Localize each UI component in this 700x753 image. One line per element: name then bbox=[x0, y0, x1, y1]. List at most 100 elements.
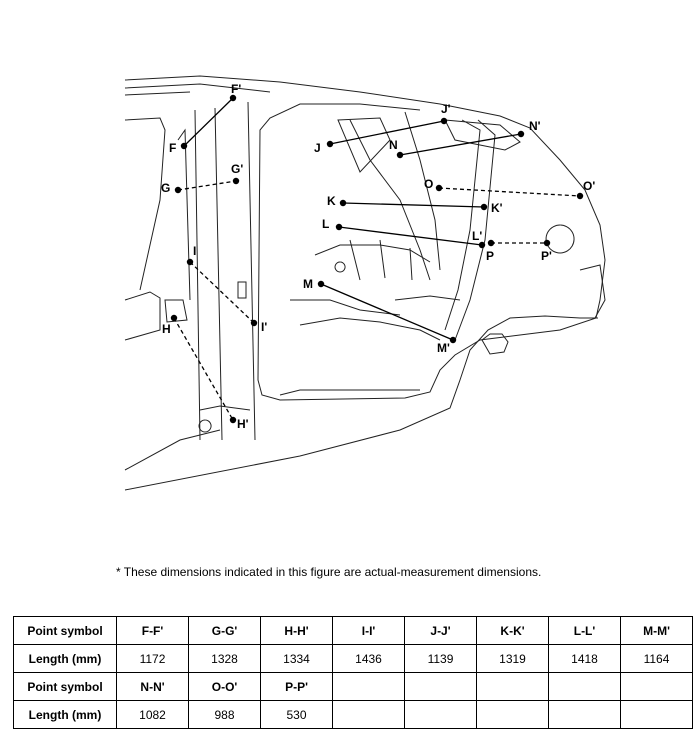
row-header: Length (mm) bbox=[13, 644, 117, 673]
label-l-prime: L' bbox=[472, 229, 482, 243]
table-cell: 988 bbox=[188, 700, 261, 729]
table-cell: J-J' bbox=[404, 616, 477, 645]
point-h bbox=[170, 314, 178, 322]
table-cell bbox=[620, 672, 693, 701]
point-p bbox=[487, 239, 495, 247]
line-k-k bbox=[342, 202, 485, 208]
label-o-prime: O' bbox=[583, 179, 595, 193]
table-row: Length (mm) 1082 988 530 bbox=[13, 700, 693, 729]
table-cell: O-O' bbox=[188, 672, 261, 701]
point-h-prime bbox=[229, 416, 237, 424]
line-n-n bbox=[399, 133, 522, 156]
point-f bbox=[180, 142, 188, 150]
point-n-prime bbox=[517, 130, 525, 138]
table-cell bbox=[404, 700, 477, 729]
label-l: L bbox=[322, 217, 329, 231]
table-cell: I-I' bbox=[332, 616, 405, 645]
table-cell: F-F' bbox=[116, 616, 189, 645]
point-g-prime bbox=[232, 177, 240, 185]
table-cell bbox=[404, 672, 477, 701]
point-i bbox=[186, 258, 194, 266]
table-cell: 1319 bbox=[476, 644, 549, 673]
label-j-prime: J' bbox=[441, 102, 451, 116]
table-row: Point symbol F-F' G-G' H-H' I-I' J-J' K-… bbox=[13, 616, 693, 645]
line-m-m bbox=[320, 283, 454, 341]
table-cell: 1139 bbox=[404, 644, 477, 673]
table-cell: H-H' bbox=[260, 616, 333, 645]
point-l bbox=[335, 223, 343, 231]
label-i: I bbox=[193, 244, 196, 258]
table-cell bbox=[332, 672, 405, 701]
point-f-prime bbox=[229, 94, 237, 102]
label-f-prime: F' bbox=[231, 82, 241, 96]
table-cell: 1436 bbox=[332, 644, 405, 673]
table-cell: N-N' bbox=[116, 672, 189, 701]
label-o: O bbox=[424, 177, 433, 191]
table-cell bbox=[332, 700, 405, 729]
line-l-l bbox=[338, 226, 483, 246]
label-m: M bbox=[303, 277, 313, 291]
label-j: J bbox=[314, 141, 321, 155]
point-o-prime bbox=[576, 192, 584, 200]
body-side-diagram: F F' G G' H H' I I' J J' K K' L L' M M' … bbox=[124, 75, 606, 491]
line-o-o bbox=[438, 187, 581, 197]
table-cell bbox=[548, 672, 621, 701]
point-j bbox=[326, 140, 334, 148]
row-header: Length (mm) bbox=[13, 700, 117, 729]
label-n-prime: N' bbox=[529, 119, 541, 133]
row-header: Point symbol bbox=[13, 672, 117, 701]
label-m-prime: M' bbox=[437, 341, 450, 355]
point-o bbox=[435, 184, 443, 192]
table-cell bbox=[476, 700, 549, 729]
table-cell: 1418 bbox=[548, 644, 621, 673]
table-cell bbox=[620, 700, 693, 729]
table-cell: 1164 bbox=[620, 644, 693, 673]
measurement-lines bbox=[173, 97, 581, 421]
body-outline bbox=[124, 75, 606, 491]
table-cell: K-K' bbox=[476, 616, 549, 645]
label-k: K bbox=[327, 194, 336, 208]
table-cell: P-P' bbox=[260, 672, 333, 701]
line-f-f bbox=[183, 97, 234, 147]
point-k bbox=[339, 199, 347, 207]
line-i-i bbox=[189, 261, 255, 324]
label-g: G bbox=[161, 181, 170, 195]
point-n bbox=[396, 151, 404, 159]
point-m-prime bbox=[449, 336, 457, 344]
label-f: F bbox=[169, 141, 176, 155]
line-h-h bbox=[173, 317, 234, 421]
label-h-prime: H' bbox=[237, 417, 249, 431]
table-cell: 530 bbox=[260, 700, 333, 729]
measurement-note: * These dimensions indicated in this fig… bbox=[116, 565, 542, 579]
table-cell bbox=[548, 700, 621, 729]
table-cell: 1082 bbox=[116, 700, 189, 729]
measurement-points bbox=[170, 94, 584, 424]
point-j-prime bbox=[440, 117, 448, 125]
row-header: Point symbol bbox=[13, 616, 117, 645]
point-p-prime bbox=[543, 239, 551, 247]
table-cell: 1334 bbox=[260, 644, 333, 673]
label-g-prime: G' bbox=[231, 162, 243, 176]
table-row: Length (mm) 1172 1328 1334 1436 1139 131… bbox=[13, 644, 693, 673]
label-i-prime: I' bbox=[261, 320, 267, 334]
point-k-prime bbox=[480, 203, 488, 211]
point-l-prime bbox=[478, 241, 486, 249]
table-cell: 1172 bbox=[116, 644, 189, 673]
label-n: N bbox=[389, 138, 398, 152]
label-h: H bbox=[162, 322, 171, 336]
table-row: Point symbol N-N' O-O' P-P' bbox=[13, 672, 693, 701]
dimension-table: Point symbol F-F' G-G' H-H' I-I' J-J' K-… bbox=[13, 616, 693, 729]
point-g bbox=[174, 186, 182, 194]
point-labels: F F' G G' H H' I I' J J' K K' L L' M M' … bbox=[161, 82, 595, 431]
point-i-prime bbox=[250, 319, 258, 327]
point-m bbox=[317, 280, 325, 288]
label-p: P bbox=[486, 249, 494, 263]
table-cell: 1328 bbox=[188, 644, 261, 673]
label-k-prime: K' bbox=[491, 201, 503, 215]
table-cell: M-M' bbox=[620, 616, 693, 645]
table-cell: G-G' bbox=[188, 616, 261, 645]
line-g-g bbox=[177, 180, 237, 191]
line-j-j bbox=[329, 120, 445, 145]
label-p-prime: P' bbox=[541, 249, 552, 263]
table-cell: L-L' bbox=[548, 616, 621, 645]
